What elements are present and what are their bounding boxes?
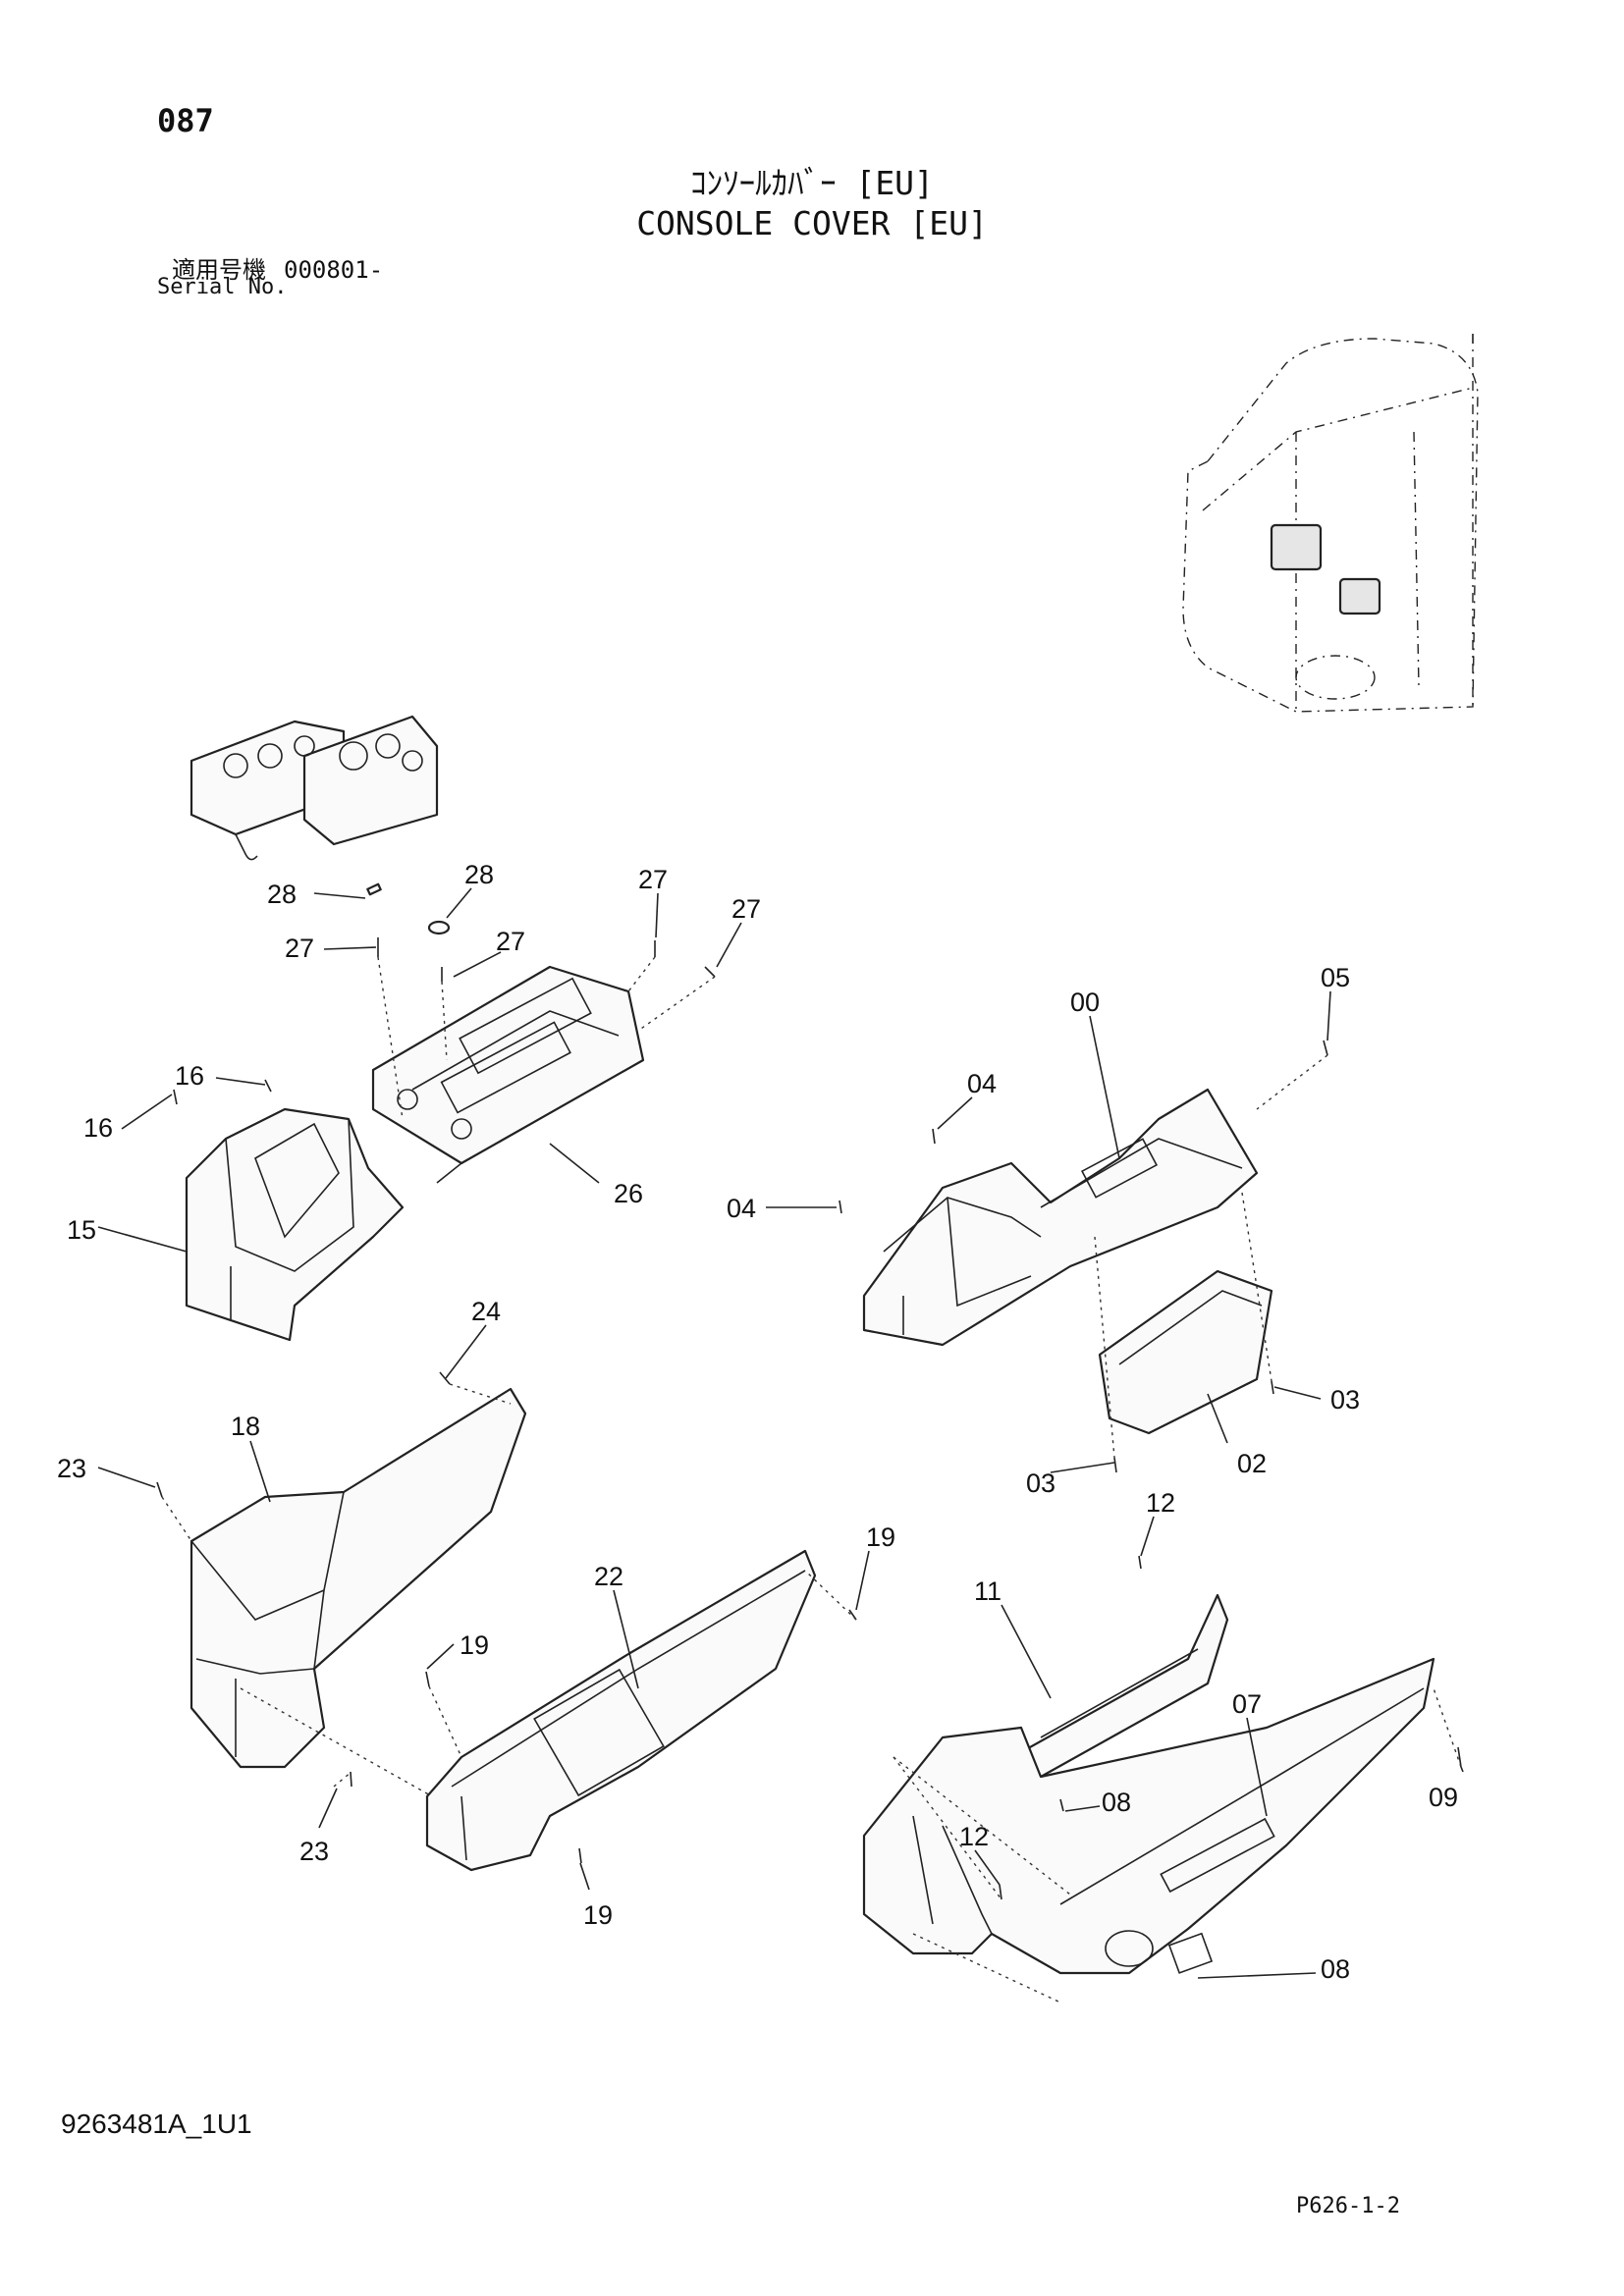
callout-labels: 28 28 27 27 27 27 16 16 15 26 05 00 04 0…: [57, 860, 1458, 1984]
part-26-upper-cover: [371, 965, 645, 1184]
serial-label-english: Serial No.: [157, 275, 288, 299]
part-07-right-side-cover: [862, 1657, 1435, 1975]
cab-overview-illustration: [1182, 334, 1479, 713]
leader-lines: [97, 887, 1464, 1979]
callout-24: 24: [471, 1297, 501, 1326]
callout-28: 28: [267, 880, 297, 909]
callout-00: 00: [1070, 988, 1100, 1017]
serial-value: 000801-: [284, 256, 384, 284]
page-reference: P626-1-2: [1296, 2194, 1400, 2218]
callout-22: 22: [594, 1562, 623, 1591]
document-number: 9263481A_1U1: [61, 2109, 252, 2139]
callout-27: 27: [638, 865, 668, 894]
serial-line-japanese: 適用号機 000801-: [172, 250, 383, 285]
callout-08: 08: [1321, 1954, 1350, 1984]
callout-19: 19: [866, 1522, 895, 1552]
callout-23: 23: [57, 1454, 86, 1483]
callout-02: 02: [1237, 1449, 1267, 1478]
assembly-reference-lines: [161, 956, 1462, 2003]
callout-11: 11: [974, 1576, 1001, 1606]
fastener-screws: [156, 882, 1462, 1900]
callout-07: 07: [1232, 1689, 1262, 1719]
part-02-storage-tray: [1098, 1269, 1273, 1435]
callout-19: 19: [583, 1900, 613, 1930]
serial-label-japanese: 適用号機: [172, 256, 266, 284]
callout-16: 16: [83, 1113, 113, 1143]
callout-23: 23: [299, 1837, 329, 1866]
callout-15: 15: [67, 1215, 96, 1245]
callout-28: 28: [464, 860, 494, 889]
callout-09: 09: [1429, 1783, 1458, 1812]
page-number: 087: [157, 102, 214, 139]
callout-16: 16: [175, 1061, 204, 1091]
callout-04: 04: [727, 1194, 756, 1223]
part-18-left-side-cover: [189, 1387, 527, 1769]
callout-12: 12: [1146, 1488, 1175, 1518]
callout-27: 27: [731, 894, 761, 924]
part-22-middle-side-cover: [425, 1549, 817, 1872]
title-japanese: ｺﾝｿｰﾙｶﾊﾞｰ [EU]: [690, 164, 934, 202]
callout-04: 04: [967, 1069, 997, 1098]
callout-08: 08: [1102, 1788, 1131, 1817]
callout-18: 18: [231, 1412, 260, 1441]
callout-27: 27: [496, 927, 525, 956]
callout-05: 05: [1321, 963, 1350, 992]
callout-26: 26: [614, 1179, 643, 1208]
callout-03: 03: [1026, 1468, 1056, 1498]
callout-27: 27: [285, 934, 314, 963]
part-15-console-base: [185, 1107, 405, 1342]
part-00-console-assembly: [862, 1088, 1259, 1347]
title-english: CONSOLE COVER [EU]: [636, 204, 988, 242]
monitor-cluster-illustration: [189, 715, 439, 861]
callout-19: 19: [460, 1630, 489, 1660]
callout-03: 03: [1330, 1385, 1360, 1415]
callout-12: 12: [959, 1822, 989, 1851]
